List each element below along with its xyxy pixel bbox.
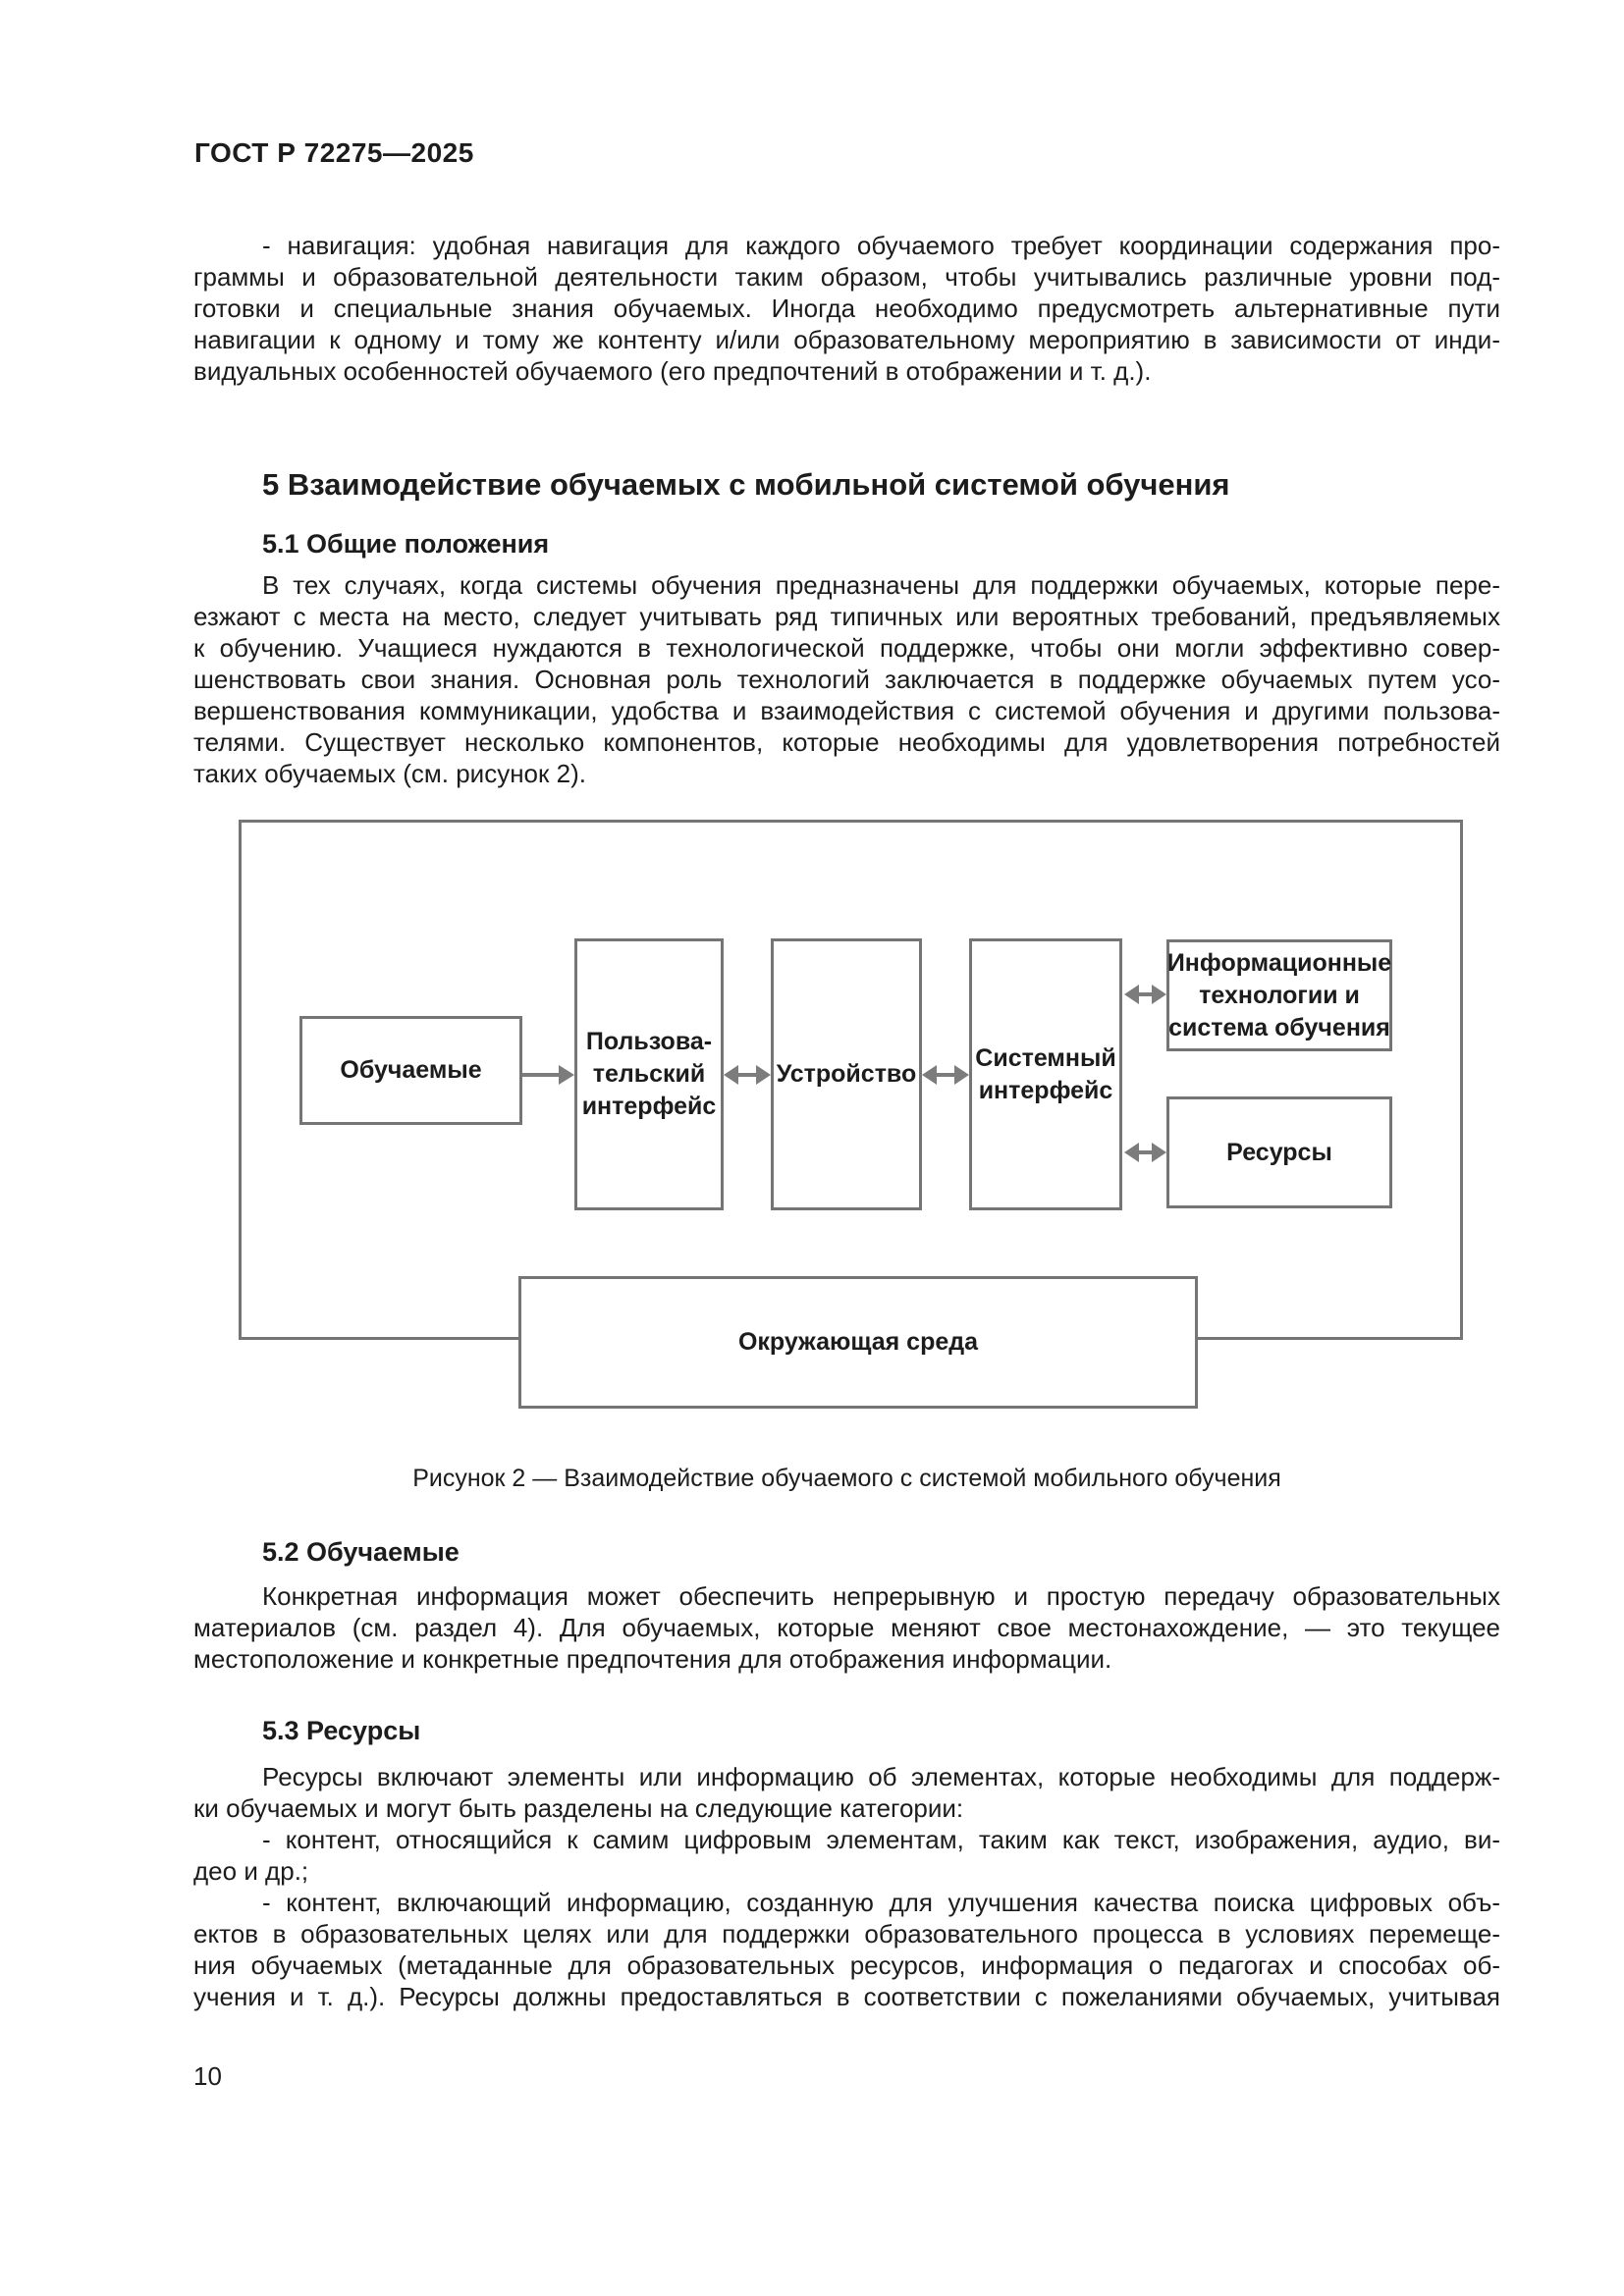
arrow-system-resources-bidirectional-icon — [1124, 1143, 1166, 1162]
text-line: Ресурсы включают элементы или информацию… — [262, 1762, 1500, 1791]
paragraph-5-1: В тех случаях, когда системы обучения пр… — [193, 569, 1500, 789]
arrow-system-it-bidirectional-icon — [1124, 985, 1166, 1004]
text-line: граммы и образовательной деятельности та… — [193, 262, 1500, 292]
section-5-title: 5 Взаимодействие обучаемых с мобильной с… — [262, 467, 1230, 502]
paragraph-5-2: Конкретная информация может обеспечить н… — [193, 1580, 1500, 1675]
figure-box-it-and-learning-system-label: Информационные технологии и система обуч… — [1166, 948, 1392, 1041]
arrow-device-system-bidirectional-icon — [922, 1065, 969, 1085]
text-line: - навигация: удобная навигация для каждо… — [262, 231, 1500, 260]
figure-box-device: Устройство — [771, 938, 922, 1210]
text-line: телями. Существует несколько компонентов… — [193, 727, 1500, 757]
page-number: 10 — [193, 2061, 222, 2091]
section-5-2-title: 5.2 Обучаемые — [262, 1537, 460, 1567]
text-line: Конкретная информация может обеспечить н… — [262, 1581, 1500, 1611]
text-line: ния обучаемых (метаданные для образовате… — [193, 1950, 1500, 1980]
figure-box-user-interface-label: Пользова- тельский интерфейс — [581, 1028, 717, 1120]
figure-box-learners-label: Обучаемые — [340, 1056, 482, 1084]
section-5-3-title: 5.3 Ресурсы — [262, 1716, 421, 1745]
figure-box-environment-label: Окружающая среда — [737, 1328, 979, 1356]
paragraph-navigation: - навигация: удобная навигация для каждо… — [193, 230, 1500, 387]
text-line: шенствовать свои знания. Основная роль т… — [193, 665, 1500, 694]
text-line: ки обучаемых и могут быть разделены на с… — [193, 1793, 964, 1823]
figure-box-device-label: Устройство — [776, 1060, 917, 1088]
text-line: готовки и специальные знания обучаемых. … — [193, 294, 1500, 323]
text-line: ектов в образовательных целях или для по… — [193, 1919, 1500, 1949]
text-line: навигации к одному и тому же контенту и/… — [193, 325, 1500, 354]
paragraph-5-3-bullet-1: - контент, относящийся к самим цифровым … — [193, 1824, 1500, 1887]
figure-box-resources-label: Ресурсы — [1226, 1138, 1332, 1166]
arrow-learners-to-ui-icon — [522, 1065, 574, 1085]
figure-box-user-interface: Пользова- тельский интерфейс — [574, 938, 724, 1210]
text-line: учения и т. д.). Ресурсы должны предоста… — [193, 1982, 1500, 2011]
text-line: таких обучаемых (см. рисунок 2). — [193, 759, 586, 788]
figure-2-caption: Рисунок 2 — Взаимодействие обучаемого с … — [412, 1465, 1281, 1492]
paragraph-5-3-bullet-2: - контент, включающий информацию, создан… — [193, 1887, 1500, 2012]
text-line: вершенствования коммуникации, удобства и… — [193, 696, 1500, 725]
figure-box-system-interface-label: Системный интерфейс — [975, 1043, 1116, 1104]
figure-box-learners: Обучаемые — [299, 1016, 522, 1125]
text-line: местоположение и конкретные предпочтения… — [193, 1644, 1112, 1674]
figure-box-environment: Окружающая среда — [518, 1276, 1198, 1409]
text-line: к обучению. Учащиеся нуждаются в техноло… — [193, 633, 1500, 663]
figure-box-resources: Ресурсы — [1166, 1096, 1392, 1208]
text-line: део и др.; — [193, 1856, 309, 1886]
text-line: - контент, включающий информацию, создан… — [262, 1888, 1500, 1917]
section-5-1-title: 5.1 Общие положения — [262, 529, 550, 559]
text-line: материалов (см. раздел 4). Для обучаемых… — [193, 1613, 1500, 1642]
arrow-ui-device-bidirectional-icon — [724, 1065, 771, 1085]
paragraph-5-3-intro: Ресурсы включают элементы или информацию… — [193, 1761, 1500, 1824]
text-line: езжают с места на место, следует учитыва… — [193, 602, 1500, 631]
document-code: ГОСТ Р 72275—2025 — [194, 137, 474, 168]
figure-box-system-interface: Системный интерфейс — [969, 938, 1122, 1210]
text-line: видуальных особенностей обучаемого (его … — [193, 356, 1152, 386]
figure-box-it-and-learning-system: Информационные технологии и система обуч… — [1166, 939, 1392, 1051]
text-line: - контент, относящийся к самим цифровым … — [262, 1825, 1500, 1854]
text-line: В тех случаях, когда системы обучения пр… — [262, 570, 1500, 600]
